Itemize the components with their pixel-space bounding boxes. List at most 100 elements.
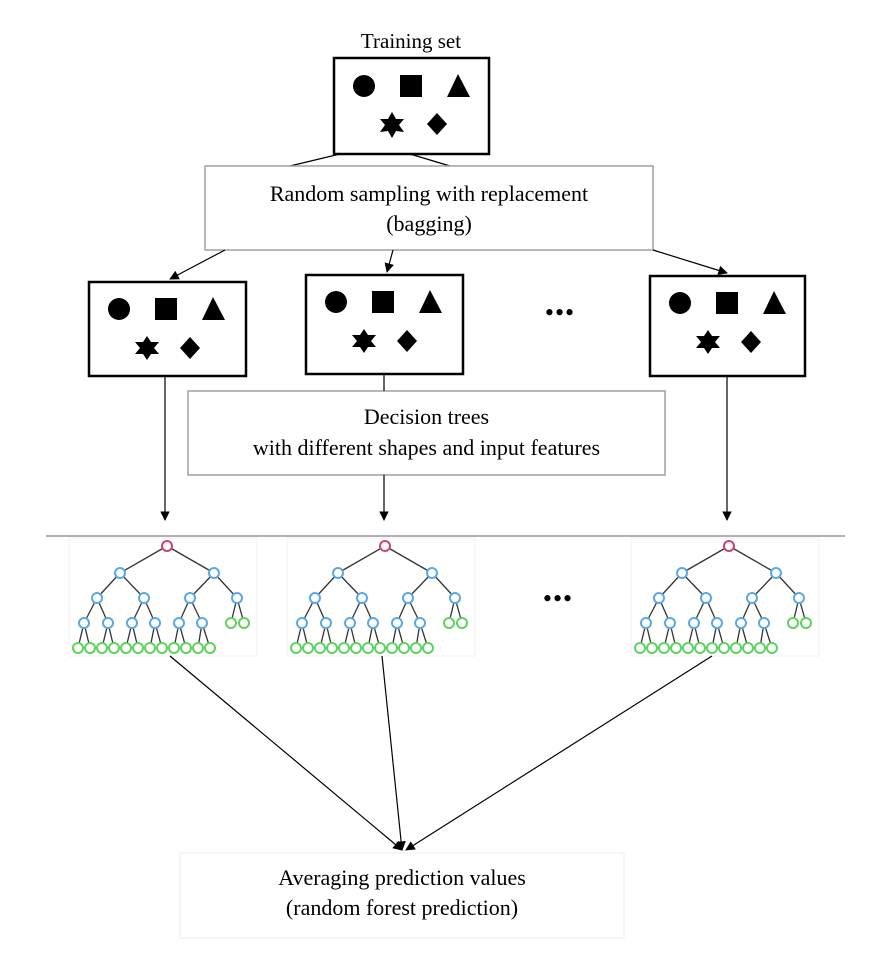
internal-node	[208, 567, 220, 579]
tree-edge	[728, 545, 777, 574]
leaf-node	[374, 642, 386, 654]
internal-node	[332, 567, 344, 579]
triangle-shape	[447, 74, 470, 97]
leaf-node	[634, 642, 646, 654]
internal-node	[91, 592, 103, 604]
leaf-node	[168, 642, 180, 654]
ellipsis-trees: •••	[542, 584, 574, 613]
leaf-node	[398, 642, 410, 654]
leaf-node	[718, 642, 730, 654]
leaf-node	[238, 617, 250, 629]
internal-node	[758, 617, 770, 629]
leaf-node	[456, 617, 468, 629]
root-node	[161, 540, 173, 552]
internal-node	[700, 592, 712, 604]
arrow-tree3-output	[405, 655, 713, 851]
leaf-node	[120, 642, 132, 654]
sample-box-frame	[304, 273, 465, 376]
internal-node	[138, 592, 150, 604]
connector-line	[289, 153, 341, 167]
circle-shape	[325, 291, 347, 313]
sampling-line-2: (bagging)	[386, 211, 472, 236]
leaf-node	[422, 642, 434, 654]
training-set-shapes	[353, 74, 470, 138]
triangle-shape	[763, 291, 786, 314]
internal-node	[296, 617, 308, 629]
decision-trees-box	[187, 390, 666, 476]
arrow-tree2-output	[381, 655, 406, 851]
star-shape	[135, 336, 159, 360]
sample-box-frame	[648, 274, 807, 378]
internal-node	[426, 567, 438, 579]
square-shape	[400, 75, 422, 97]
leaf-node	[706, 642, 718, 654]
star-shape	[696, 330, 720, 354]
leaf-node	[694, 642, 706, 654]
sampling-box	[204, 165, 654, 251]
root-node	[723, 540, 735, 552]
leaf-node	[646, 642, 658, 654]
diamond-shape	[180, 337, 200, 359]
tree-edge	[681, 545, 730, 574]
arrow-to-sample-3	[652, 249, 728, 276]
circle-shape	[108, 298, 130, 320]
diamond-shape	[397, 330, 417, 352]
leaf-node	[72, 642, 84, 654]
internal-node	[184, 592, 196, 604]
root-node	[379, 540, 391, 552]
leaf-node	[386, 642, 398, 654]
internal-node	[102, 617, 114, 629]
internal-node	[746, 592, 758, 604]
arrow-tree1-output	[169, 655, 403, 851]
internal-node	[196, 617, 208, 629]
leaf-node	[132, 642, 144, 654]
diamond-shape	[741, 331, 761, 353]
internal-node	[126, 617, 138, 629]
arrow-to-sample-1	[169, 249, 226, 280]
tree-edge	[337, 545, 386, 574]
decision-tree-1	[68, 537, 258, 657]
circle-shape	[353, 75, 375, 97]
leaf-node	[362, 642, 374, 654]
star-shape	[380, 112, 404, 138]
internal-node	[676, 567, 688, 579]
tree-edge	[166, 545, 215, 574]
leaf-node	[192, 642, 204, 654]
leaf-node	[156, 642, 168, 654]
square-shape	[155, 298, 177, 320]
leaf-node	[410, 642, 422, 654]
leaf-node	[314, 642, 326, 654]
training-set-box	[332, 56, 491, 156]
bootstrap-sample-2	[304, 273, 465, 376]
leaf-node	[787, 617, 799, 629]
internal-node	[402, 592, 414, 604]
leaf-node	[204, 642, 216, 654]
output-box	[179, 852, 625, 939]
internal-node	[735, 617, 747, 629]
tree-edge	[384, 545, 433, 574]
decision-tree-2	[286, 537, 476, 657]
leaf-node	[290, 642, 302, 654]
internal-node	[320, 617, 332, 629]
leaf-node	[225, 617, 237, 629]
ellipsis-samples: •••	[544, 298, 576, 327]
trees-line-2: with different shapes and input features	[252, 435, 601, 460]
leaf-node	[754, 642, 766, 654]
leaf-node	[302, 642, 314, 654]
diamond-shape	[427, 113, 447, 135]
leaf-node	[682, 642, 694, 654]
triangle-shape	[419, 290, 442, 313]
internal-node	[344, 617, 356, 629]
internal-node	[391, 617, 403, 629]
internal-node	[793, 592, 805, 604]
internal-node	[688, 617, 700, 629]
arrow-to-sample-2	[384, 249, 394, 273]
internal-node	[640, 617, 652, 629]
internal-node	[309, 592, 321, 604]
bootstrap-sample-3	[648, 274, 807, 378]
internal-node	[231, 592, 243, 604]
internal-node	[149, 617, 161, 629]
output-line-2: (random forest prediction)	[285, 895, 519, 920]
internal-node	[78, 617, 90, 629]
